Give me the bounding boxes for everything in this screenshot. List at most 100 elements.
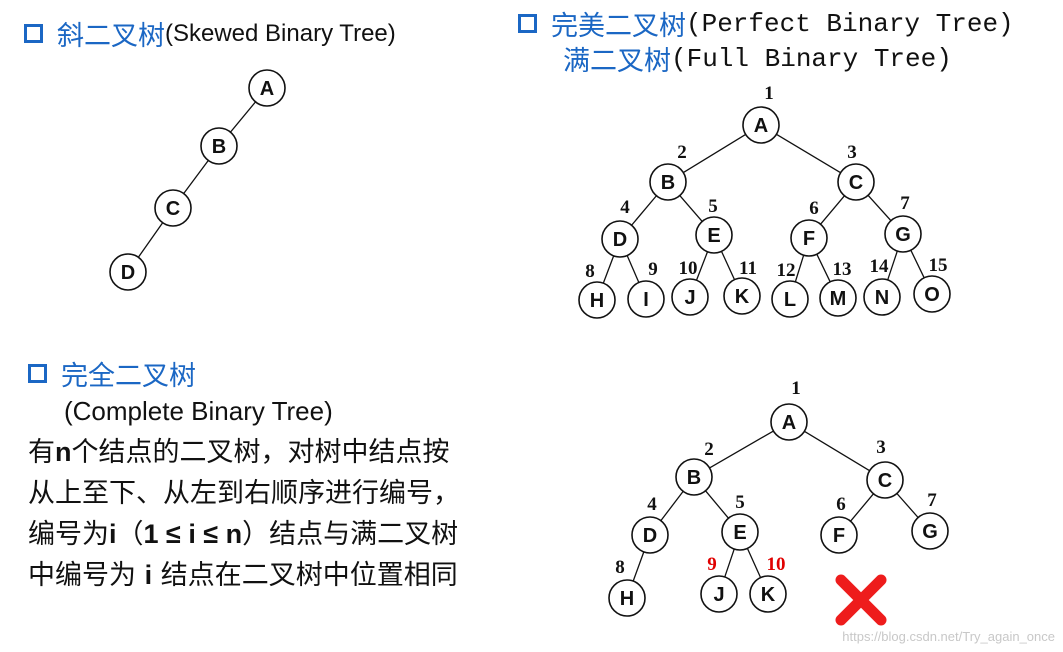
node-index-number: 5 (735, 492, 745, 513)
tree-edge (776, 133, 841, 174)
node-index-number: 9 (707, 554, 717, 575)
tree-node-label: F (803, 228, 815, 250)
tree-node-label: E (707, 225, 720, 247)
complete-title-cn: 完全二叉树 (61, 361, 196, 392)
tree-node-circle (749, 575, 787, 613)
tree-node-label: C (849, 172, 863, 194)
node-index-number: 4 (620, 197, 630, 218)
tree-edge (720, 251, 736, 280)
tree-edge (626, 255, 640, 283)
node-index-number: 4 (647, 494, 657, 515)
tree-node-label: L (784, 289, 796, 311)
node-index-number: 8 (585, 261, 595, 282)
tree-node-circle (649, 163, 687, 201)
definition-text: ）结点与满二叉树 (242, 519, 459, 550)
node-index-number: 6 (809, 198, 819, 219)
square-bullet-icon (24, 24, 43, 43)
tree-edge (724, 548, 735, 578)
tree-node-circle (866, 461, 904, 499)
perfect-title-en: (Perfect Binary Tree) (686, 8, 1014, 39)
tree-edge (910, 249, 925, 279)
tree-edge (816, 253, 831, 283)
tree-node-label: B (687, 467, 701, 489)
tree-node-label: J (684, 287, 695, 309)
node-index-number: 15 (929, 255, 948, 276)
node-index-number: 1 (764, 83, 774, 104)
definition-line: 编号为i（1 ≤ i ≤ n）结点与满二叉树 (28, 514, 460, 555)
tree-node-label: D (643, 525, 657, 547)
tree-edge (867, 194, 892, 222)
node-index-number: 9 (648, 259, 658, 280)
tree-edge (679, 195, 703, 222)
tree-node-circle (771, 280, 809, 318)
tree-edge (794, 254, 805, 283)
cross-icon (835, 574, 887, 626)
tree-node-label: G (895, 224, 911, 246)
definition-text: 中编号为 (28, 560, 145, 591)
tree-edge (602, 255, 615, 284)
tree-node-circle (790, 219, 828, 257)
tree-node-circle (819, 279, 857, 317)
tree-edge (695, 251, 709, 281)
node-index-number: 12 (777, 260, 796, 281)
tree-node-label: B (661, 172, 675, 194)
node-index-number: 2 (704, 439, 714, 460)
tree-edge (631, 195, 657, 226)
node-index-number: 8 (615, 557, 625, 578)
tree-node-circle (820, 516, 858, 554)
tree-node-circle (911, 512, 949, 550)
full-title-cn: 满二叉树 (563, 46, 671, 77)
skewed-title-en: (Skewed Binary Tree) (165, 19, 396, 47)
tree-node-label: B (212, 136, 226, 158)
tree-node-circle (675, 458, 713, 496)
tree-edge (705, 490, 729, 519)
tree-node-circle (913, 275, 951, 313)
tree-node-circle (200, 127, 238, 165)
tree-node-circle (721, 513, 759, 551)
tree-node-circle (671, 278, 709, 316)
tree-node-label: K (761, 584, 776, 606)
tree-node-circle (837, 163, 875, 201)
tree-node-label: H (620, 588, 634, 610)
tree-node-circle (863, 278, 901, 316)
full-header: 满二叉树 (Full Binary Tree) (563, 39, 952, 78)
tree-node-label: D (121, 262, 135, 284)
definition-text: 个结点的二叉树，对树中结点按 (71, 437, 450, 468)
tree-node-circle (627, 280, 665, 318)
node-index-number: 10 (767, 554, 786, 575)
tree-node-label: H (590, 290, 604, 312)
tree-edge (683, 133, 746, 174)
tree-node-circle (248, 69, 286, 107)
node-index-number: 1 (791, 378, 801, 399)
tree-node-circle (742, 106, 780, 144)
tree-edge (896, 493, 919, 518)
tree-edge (850, 493, 874, 522)
tree-node-label: M (830, 288, 847, 310)
complete-header: 完全二叉树 (28, 354, 196, 393)
definition-text: 有 (28, 437, 55, 468)
tree-edge (887, 250, 898, 281)
definition-symbol: n (55, 437, 72, 467)
watermark: https://blog.csdn.net/Try_again_once (842, 629, 1055, 644)
tree-node-label: A (782, 412, 796, 434)
tree-node-circle (695, 216, 733, 254)
tree-node-label: C (166, 198, 180, 220)
tree-node-circle (700, 575, 738, 613)
tree-edge (709, 430, 774, 469)
tree-node-label: K (735, 286, 750, 308)
node-index-number: 5 (708, 196, 718, 217)
node-index-number: 2 (677, 142, 687, 163)
tree-edge (183, 160, 209, 194)
skewed-title-cn: 斜二叉树 (57, 21, 165, 52)
tree-edge (137, 222, 164, 258)
definition-line: 从上至下、从左到右顺序进行编号， (28, 473, 460, 514)
tree-node-label: D (613, 229, 627, 251)
tree-edge (632, 551, 645, 582)
tree-node-label: N (875, 287, 889, 309)
node-index-number: 3 (876, 437, 886, 458)
definition-symbol: 1 ≤ i ≤ n (143, 519, 243, 549)
